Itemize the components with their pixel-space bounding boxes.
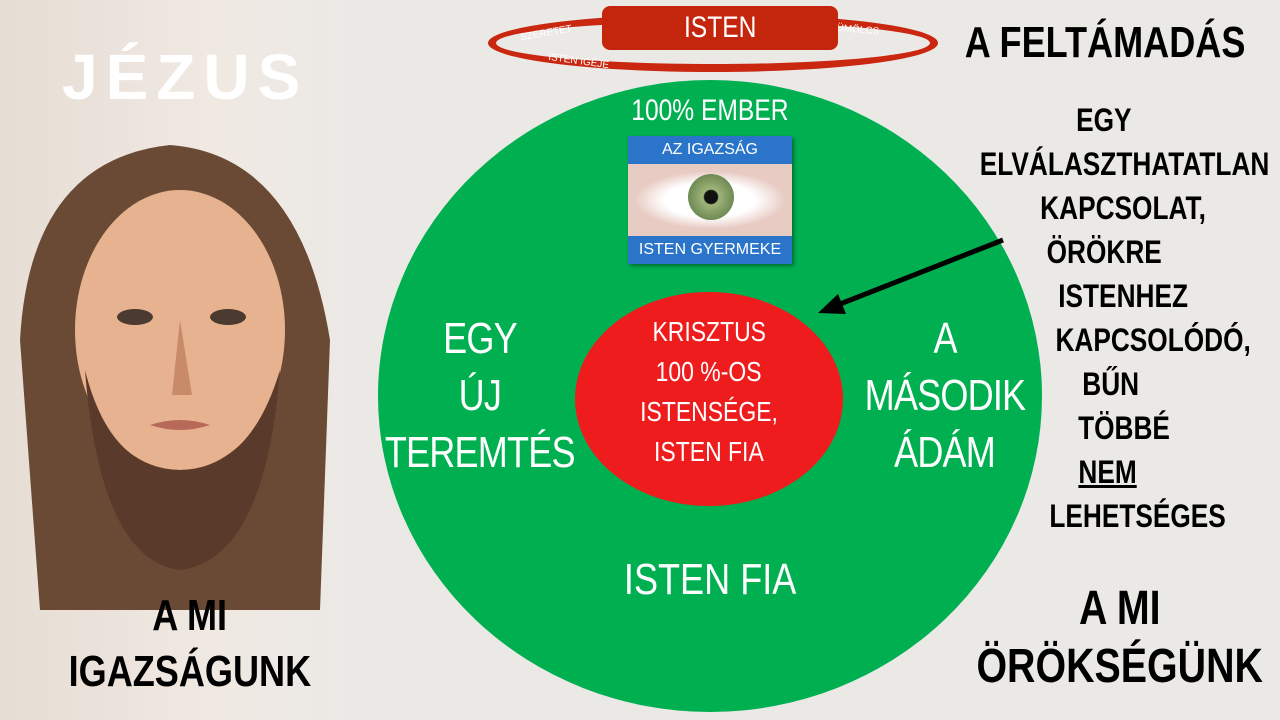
eye-icon (628, 164, 792, 236)
line: ELVÁLASZTHATATLAN (979, 146, 1270, 182)
right-text: EGY ELVÁLASZTHATATLAN KAPCSOLAT, ÖRÖKRE … (960, 98, 1280, 538)
line: EGY (1076, 102, 1132, 138)
line: EGY (443, 314, 518, 363)
isten-label: ISTEN (683, 11, 757, 44)
caption-line: A MI (152, 591, 228, 640)
line: KAPCSOLAT, (1040, 190, 1206, 226)
line: KRISZTUS (652, 316, 766, 347)
red-circle (575, 292, 843, 506)
line: ÚJ (458, 371, 502, 420)
eye-top-label: AZ IGAZSÁG (661, 141, 758, 158)
caption-line: ÖRÖKSÉGÜNK (976, 640, 1264, 693)
heading-feltamadas: A FELTÁMADÁS (940, 18, 1270, 68)
line: BŰN (1082, 366, 1140, 402)
line: 100 %-OS (656, 356, 762, 387)
line: TÖBBÉ (1078, 410, 1170, 446)
left-caption: A MI IGAZSÁGUNK (0, 588, 380, 700)
center-text: KRISZTUS 100 %-OS ISTENSÉGE, ISTEN FIA (575, 312, 843, 472)
jezus-title: JÉZUS (62, 41, 309, 113)
bottom-label-text: ISTEN FIA (623, 555, 797, 604)
top-label-text: 100% EMBER (631, 94, 789, 127)
bottom-label: ISTEN FIA (580, 555, 840, 605)
heading-text: A FELTÁMADÁS (964, 18, 1246, 67)
line: A (933, 314, 957, 363)
left-circle-text: EGY ÚJ TEREMTÉS (380, 310, 580, 481)
line: KAPCSOLÓDÓ, (1055, 322, 1251, 358)
isten-box: ISTEN (602, 6, 838, 50)
right-circle-text: A MÁSODIK ÁDÁM (845, 310, 1045, 481)
line: ISTENSÉGE, (640, 396, 778, 427)
line: LEHETSÉGES (1049, 498, 1226, 534)
eye-bottom-label: ISTEN GYERMEKE (638, 241, 782, 258)
line: TEREMTÉS (385, 428, 576, 477)
eye-image: AZ IGAZSÁG ISTEN GYERMEKE (628, 136, 792, 264)
line: ISTENHEZ (1058, 278, 1188, 314)
right-caption: A MI ÖRÖKSÉGÜNK (960, 580, 1280, 696)
caption-line: IGAZSÁGUNK (68, 647, 312, 696)
line: ISTEN FIA (654, 436, 764, 467)
line: MÁSODIK (864, 371, 1026, 420)
top-label: 100% EMBER (600, 94, 820, 128)
line-nem: NEM (1078, 454, 1137, 490)
jesus-portrait (20, 145, 330, 610)
line: ÁDÁM (894, 428, 997, 477)
line: ÖRÖKRE (1046, 234, 1162, 270)
caption-line: A MI (1079, 582, 1161, 635)
